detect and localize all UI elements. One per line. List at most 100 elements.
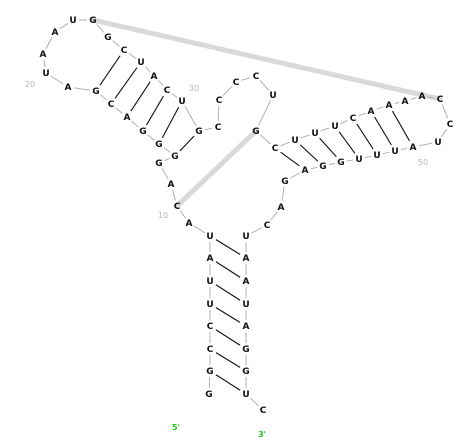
nucleotide-g: G	[337, 158, 344, 168]
nucleotide-g: G	[171, 152, 178, 162]
nucleotide-g: G	[155, 140, 162, 150]
base-pair-bond	[215, 374, 241, 391]
nucleotide-a: A	[410, 143, 417, 153]
backbone-segment	[50, 75, 64, 85]
nucleotide-u: U	[331, 122, 338, 132]
backbone-segment	[364, 155, 372, 159]
nucleotide-c: C	[174, 202, 181, 212]
backbone-segment	[115, 107, 123, 114]
nucleotide-c: C	[216, 96, 223, 106]
nucleotide-a: A	[65, 83, 72, 93]
backbone-segment	[222, 86, 233, 96]
nucleotide-g: G	[155, 159, 162, 169]
three-prime-label: 3'	[258, 430, 266, 439]
base-pair-bond	[215, 261, 241, 278]
backbone-segment	[376, 106, 384, 110]
base-pair-bond	[374, 116, 392, 146]
base-pair-bond	[299, 144, 319, 162]
position-number: 30	[189, 84, 199, 93]
backbone-segment	[100, 94, 107, 101]
backbone-segment	[164, 157, 170, 162]
nucleotide-a: A	[278, 203, 285, 213]
base-pair-bond	[215, 284, 241, 301]
backbone-segment	[400, 147, 408, 151]
backbone-segment	[45, 37, 53, 49]
nucleotide-c: C	[108, 100, 115, 110]
base-pair-bond	[179, 135, 195, 152]
nucleotide-g: G	[195, 127, 202, 137]
nucleotide-u: U	[69, 16, 76, 26]
backbone-layer	[43, 19, 449, 407]
nucleotide-c: C	[215, 123, 222, 133]
nucleotide-c: C	[164, 86, 171, 96]
nucleotide-a: A	[243, 322, 250, 332]
nucleotide-u: U	[242, 390, 249, 400]
nucleotide-c: C	[447, 120, 454, 130]
nucleotide-a: A	[386, 101, 393, 111]
nucleotide-u: U	[391, 147, 398, 157]
backbone-segment	[259, 80, 270, 91]
nucleotide-c: C	[260, 406, 267, 416]
backbone-segment	[258, 100, 271, 126]
nucleotide-c: C	[350, 114, 357, 124]
backbone-segment	[320, 127, 330, 132]
base-pair-bond	[99, 55, 121, 86]
base-pair-bond	[280, 151, 300, 167]
nucleotide-a: A	[302, 166, 309, 176]
backbone-segment	[131, 120, 139, 128]
backbone-segment	[73, 87, 91, 91]
backbone-segment	[340, 120, 348, 124]
base-pair-bond	[161, 106, 180, 139]
nucleotide-u: U	[42, 69, 49, 79]
nucleotide-u: U	[291, 136, 298, 146]
nucleotide-g: G	[104, 33, 111, 43]
nucleotide-g: G	[242, 345, 249, 355]
nucleotide-c: C	[207, 345, 214, 355]
nucleotide-u: U	[242, 300, 249, 310]
backbone-segment	[441, 104, 449, 119]
base-pair-bond	[319, 137, 337, 158]
position-number: 10	[158, 211, 168, 220]
backbone-segment	[290, 172, 300, 179]
nucleotide-c: C	[121, 46, 128, 56]
nucleotide-u: U	[242, 232, 249, 242]
nucleotide-a: A	[419, 92, 426, 102]
nucleotide-u: U	[434, 138, 441, 148]
nucleotide-g: G	[242, 367, 249, 377]
base-pair-bond	[215, 329, 241, 346]
backbone-segment	[418, 142, 433, 147]
nucleotide-a: A	[402, 97, 409, 107]
nucleotide-a: A	[243, 254, 250, 264]
nucleotide-u: U	[137, 58, 144, 68]
base-pair-bond	[130, 81, 151, 112]
backbone-segment	[346, 159, 354, 162]
nucleotide-c: C	[233, 78, 240, 88]
pseudoknot-layer	[90, 17, 443, 209]
base-pair-bond	[338, 131, 356, 154]
backbone-segment	[427, 96, 435, 99]
nucleotide-g: G	[205, 390, 212, 400]
nucleotide-g: G	[92, 87, 99, 97]
backbone-segment	[440, 128, 448, 138]
position-number: 50	[418, 158, 428, 167]
nucleotide-a: A	[207, 254, 214, 264]
backbone-segment	[59, 22, 69, 30]
nucleotide-g: G	[281, 177, 288, 187]
backbone-segment	[250, 397, 259, 407]
base-pair-bond	[114, 67, 138, 99]
backbone-segment	[193, 225, 206, 234]
nucleotide-a: A	[186, 219, 193, 229]
nucleotide-u: U	[206, 277, 213, 287]
nucleotide-c: C	[437, 95, 444, 105]
nucleotide-a: A	[124, 113, 131, 123]
backbone-segment	[144, 66, 151, 72]
nucleotide-g: G	[319, 162, 326, 172]
nucleotide-a: A	[168, 180, 175, 190]
backbone-segment	[171, 93, 178, 98]
nucleotide-c: C	[207, 322, 214, 332]
base-pair-layer	[99, 55, 411, 391]
backbone-segment	[163, 147, 171, 153]
